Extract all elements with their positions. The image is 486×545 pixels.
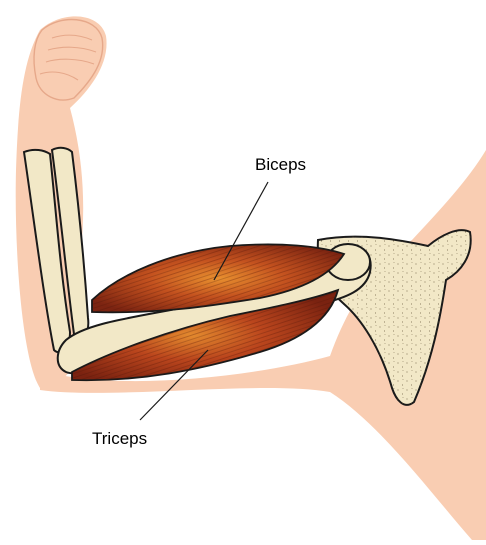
fist bbox=[34, 20, 103, 100]
triceps-label: Triceps bbox=[92, 429, 147, 448]
biceps-label: Biceps bbox=[255, 155, 306, 174]
